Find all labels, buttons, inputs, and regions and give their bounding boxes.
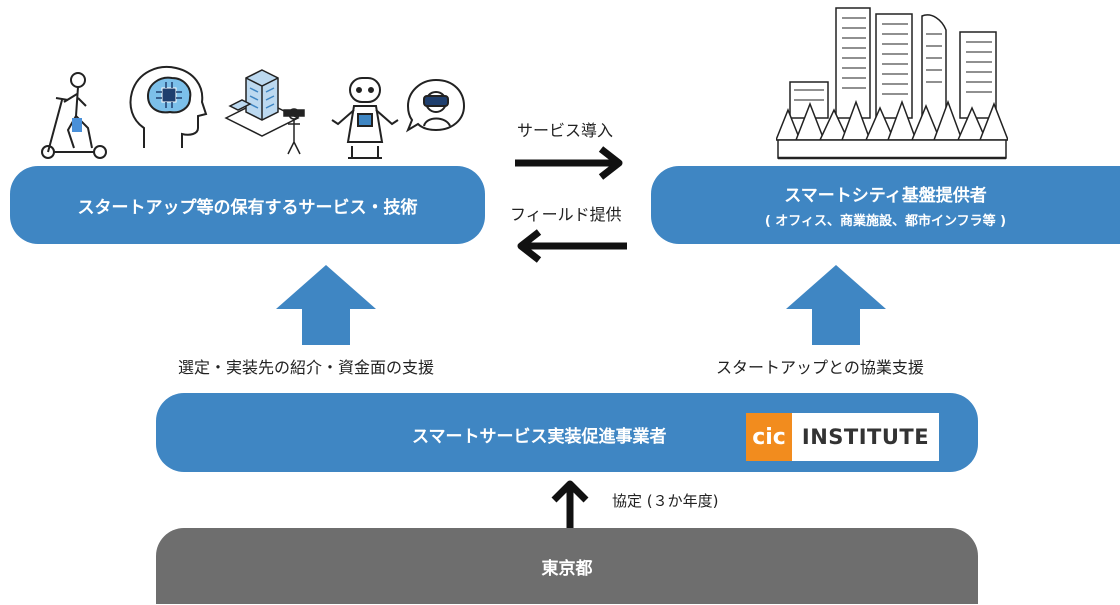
tokyo-title: 東京都 bbox=[541, 558, 593, 579]
agreement-label: 協定 (３か年度) bbox=[612, 492, 719, 510]
right-support-label: スタートアップとの協業支援 bbox=[716, 358, 924, 377]
right-arrow-icon bbox=[515, 145, 627, 181]
scooter-icon bbox=[38, 68, 110, 163]
smart-city-provider-box: スマートシティ基盤提供者 ( オフィス、商業施設、都市インフラ等 ) bbox=[651, 166, 1120, 244]
field-provision-label: フィールド提供 bbox=[510, 205, 622, 224]
cic-institute-logo: cic INSTITUTE bbox=[746, 413, 939, 461]
left-arrow-icon bbox=[513, 228, 627, 264]
brain-chip-icon bbox=[126, 62, 208, 152]
startup-services-title: スタートアップ等の保有するサービス・技術 bbox=[77, 197, 418, 218]
city-skyline-icon bbox=[776, 6, 1008, 162]
right-up-block-arrow bbox=[786, 265, 886, 345]
promoter-title: スマートサービス実装促進事業者 bbox=[412, 427, 667, 447]
cic-logo-mark: cic bbox=[746, 413, 792, 461]
startup-services-box: スタートアップ等の保有するサービス・技術 bbox=[10, 166, 485, 244]
smart-city-provider-title: スマートシティ基盤提供者 bbox=[784, 186, 987, 206]
left-up-block-arrow bbox=[276, 265, 376, 345]
robot-icon bbox=[328, 72, 404, 162]
vr-headset-icon bbox=[406, 76, 468, 136]
smart-city-provider-subtitle: ( オフィス、商業施設、都市インフラ等 ) bbox=[764, 214, 1007, 229]
up-arrow-icon bbox=[550, 478, 590, 528]
cic-logo-text: INSTITUTE bbox=[801, 425, 930, 449]
isometric-building-icon bbox=[222, 66, 312, 158]
tokyo-box: 東京都 bbox=[156, 528, 978, 604]
service-introduction-label: サービス導入 bbox=[517, 121, 614, 140]
left-support-label: 選定・実装先の紹介・資金面の支援 bbox=[178, 358, 435, 377]
